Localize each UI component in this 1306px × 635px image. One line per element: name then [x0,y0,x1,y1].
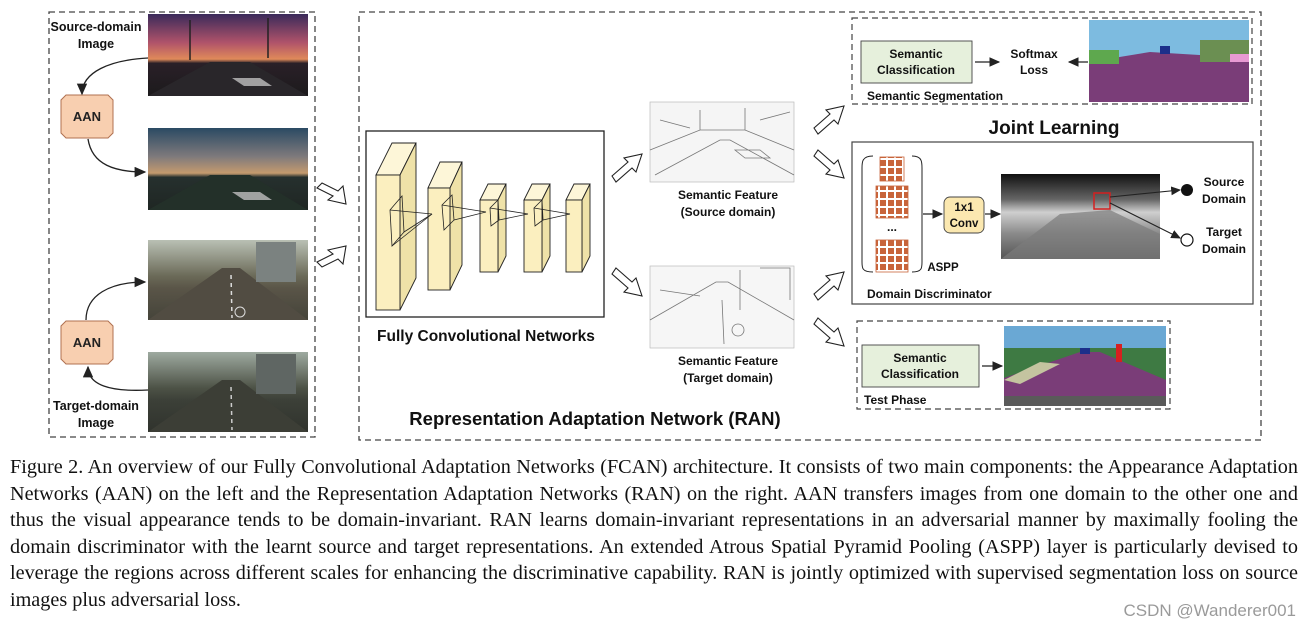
target-domain-output-label-2: Domain [1202,242,1246,256]
arrow-source-to-aan [76,57,149,96]
figure-caption: Figure 2. An overview of our Fully Convo… [10,456,1298,611]
source-domain-output-label-2: Domain [1202,192,1246,206]
source-domain-image [148,14,308,96]
source-ground-truth-image [1089,20,1249,102]
arrow-aan-to-target [85,276,147,321]
adapted-target-image [148,352,308,432]
adapted-source-image [148,128,308,210]
target-feature-label-2: (Target domain) [683,371,773,385]
aspp-kernel-1 [879,156,905,182]
target-domain-node [1180,233,1194,247]
open-arrow-target-test [813,317,845,347]
aspp-kernel-3 [875,239,909,273]
fcn-title: Fully Convolutional Networks [377,328,595,345]
semantic-segmentation-box: Semantic Classification Softmax Loss Sem… [851,17,1253,105]
open-arrow-source-discriminator [813,149,845,179]
conv-1x1-block [943,196,985,234]
aspp-label: ASPP [927,262,959,274]
source-domain-node [1181,184,1193,196]
domain-discriminator-label: Domain Discriminator [867,287,992,301]
aspp-ellipsis: ... [887,220,897,234]
aan-label-top: AAN [73,109,101,124]
aan-block-top: AAN [60,94,114,139]
target-domain-label-2: Image [78,416,114,430]
test-semantic-classification-label-2: Classification [881,367,959,381]
domain-discriminator-box: ... ASPP 1x1 Conv Source Domain Target D… [851,141,1254,305]
source-domain-label: Source-domain [51,20,142,34]
open-arrow-aan-ran-bottom [316,245,347,268]
target-domain-label: Target-domain [53,399,139,413]
target-domain-image [148,240,308,320]
target-domain-output-label: Target [1206,225,1242,239]
ran-title: Representation Adaptation Network (RAN) [409,408,780,429]
target-feature-map [649,265,795,349]
source-feature-label: Semantic Feature [678,188,778,202]
ran-panel-border [358,11,1262,441]
source-feature-map [649,101,795,183]
test-semantic-classification-label: Semantic [893,351,947,365]
open-arrow-fcn-source [611,153,643,183]
conv-label: 1x1 [954,202,974,214]
test-phase-box: Semantic Classification Test Phase [856,320,1171,410]
aan-block-bottom: AAN [60,320,114,365]
conv-label-2: Conv [950,218,979,230]
open-arrow-fcn-target [611,267,643,297]
aan-label-bottom: AAN [73,335,101,350]
aan-panel-border [48,11,316,438]
joint-learning-title: Joint Learning [989,118,1120,139]
domain-probability-map [1001,174,1160,259]
aan-panel: Source-domain Image AAN [48,11,316,438]
arrow-aan-to-adapted [87,138,147,178]
source-domain-label-2: Image [78,37,114,51]
semantic-classification-label-2: Classification [877,63,955,77]
semantic-segmentation-label: Semantic Segmentation [867,89,1003,103]
semantic-classification-label: Semantic [889,47,943,61]
test-prediction-image [1004,326,1166,406]
aspp-kernel-2 [875,185,909,219]
softmax-loss-label-2: Loss [1020,63,1048,77]
fcn-block [365,130,605,318]
softmax-loss-label: Softmax [1010,47,1058,61]
target-feature-label: Semantic Feature [678,354,778,368]
aspp-bracket [861,155,874,273]
watermark: CSDN @Wanderer001 [1123,601,1296,620]
open-arrow-aan-ran-top [316,182,347,205]
source-domain-output-label: Source [1204,175,1245,189]
test-phase-label: Test Phase [864,393,927,407]
open-arrow-source-segmentation [813,105,845,135]
arrow-adapted-target-to-aan [82,365,149,391]
open-arrow-target-discriminator [813,271,845,301]
test-semantic-classification-block [861,344,980,388]
fcan-architecture-diagram: Source-domain Image AAN [48,11,1262,441]
source-feature-label-2: (Source domain) [681,205,776,219]
semantic-classification-block [860,40,973,84]
